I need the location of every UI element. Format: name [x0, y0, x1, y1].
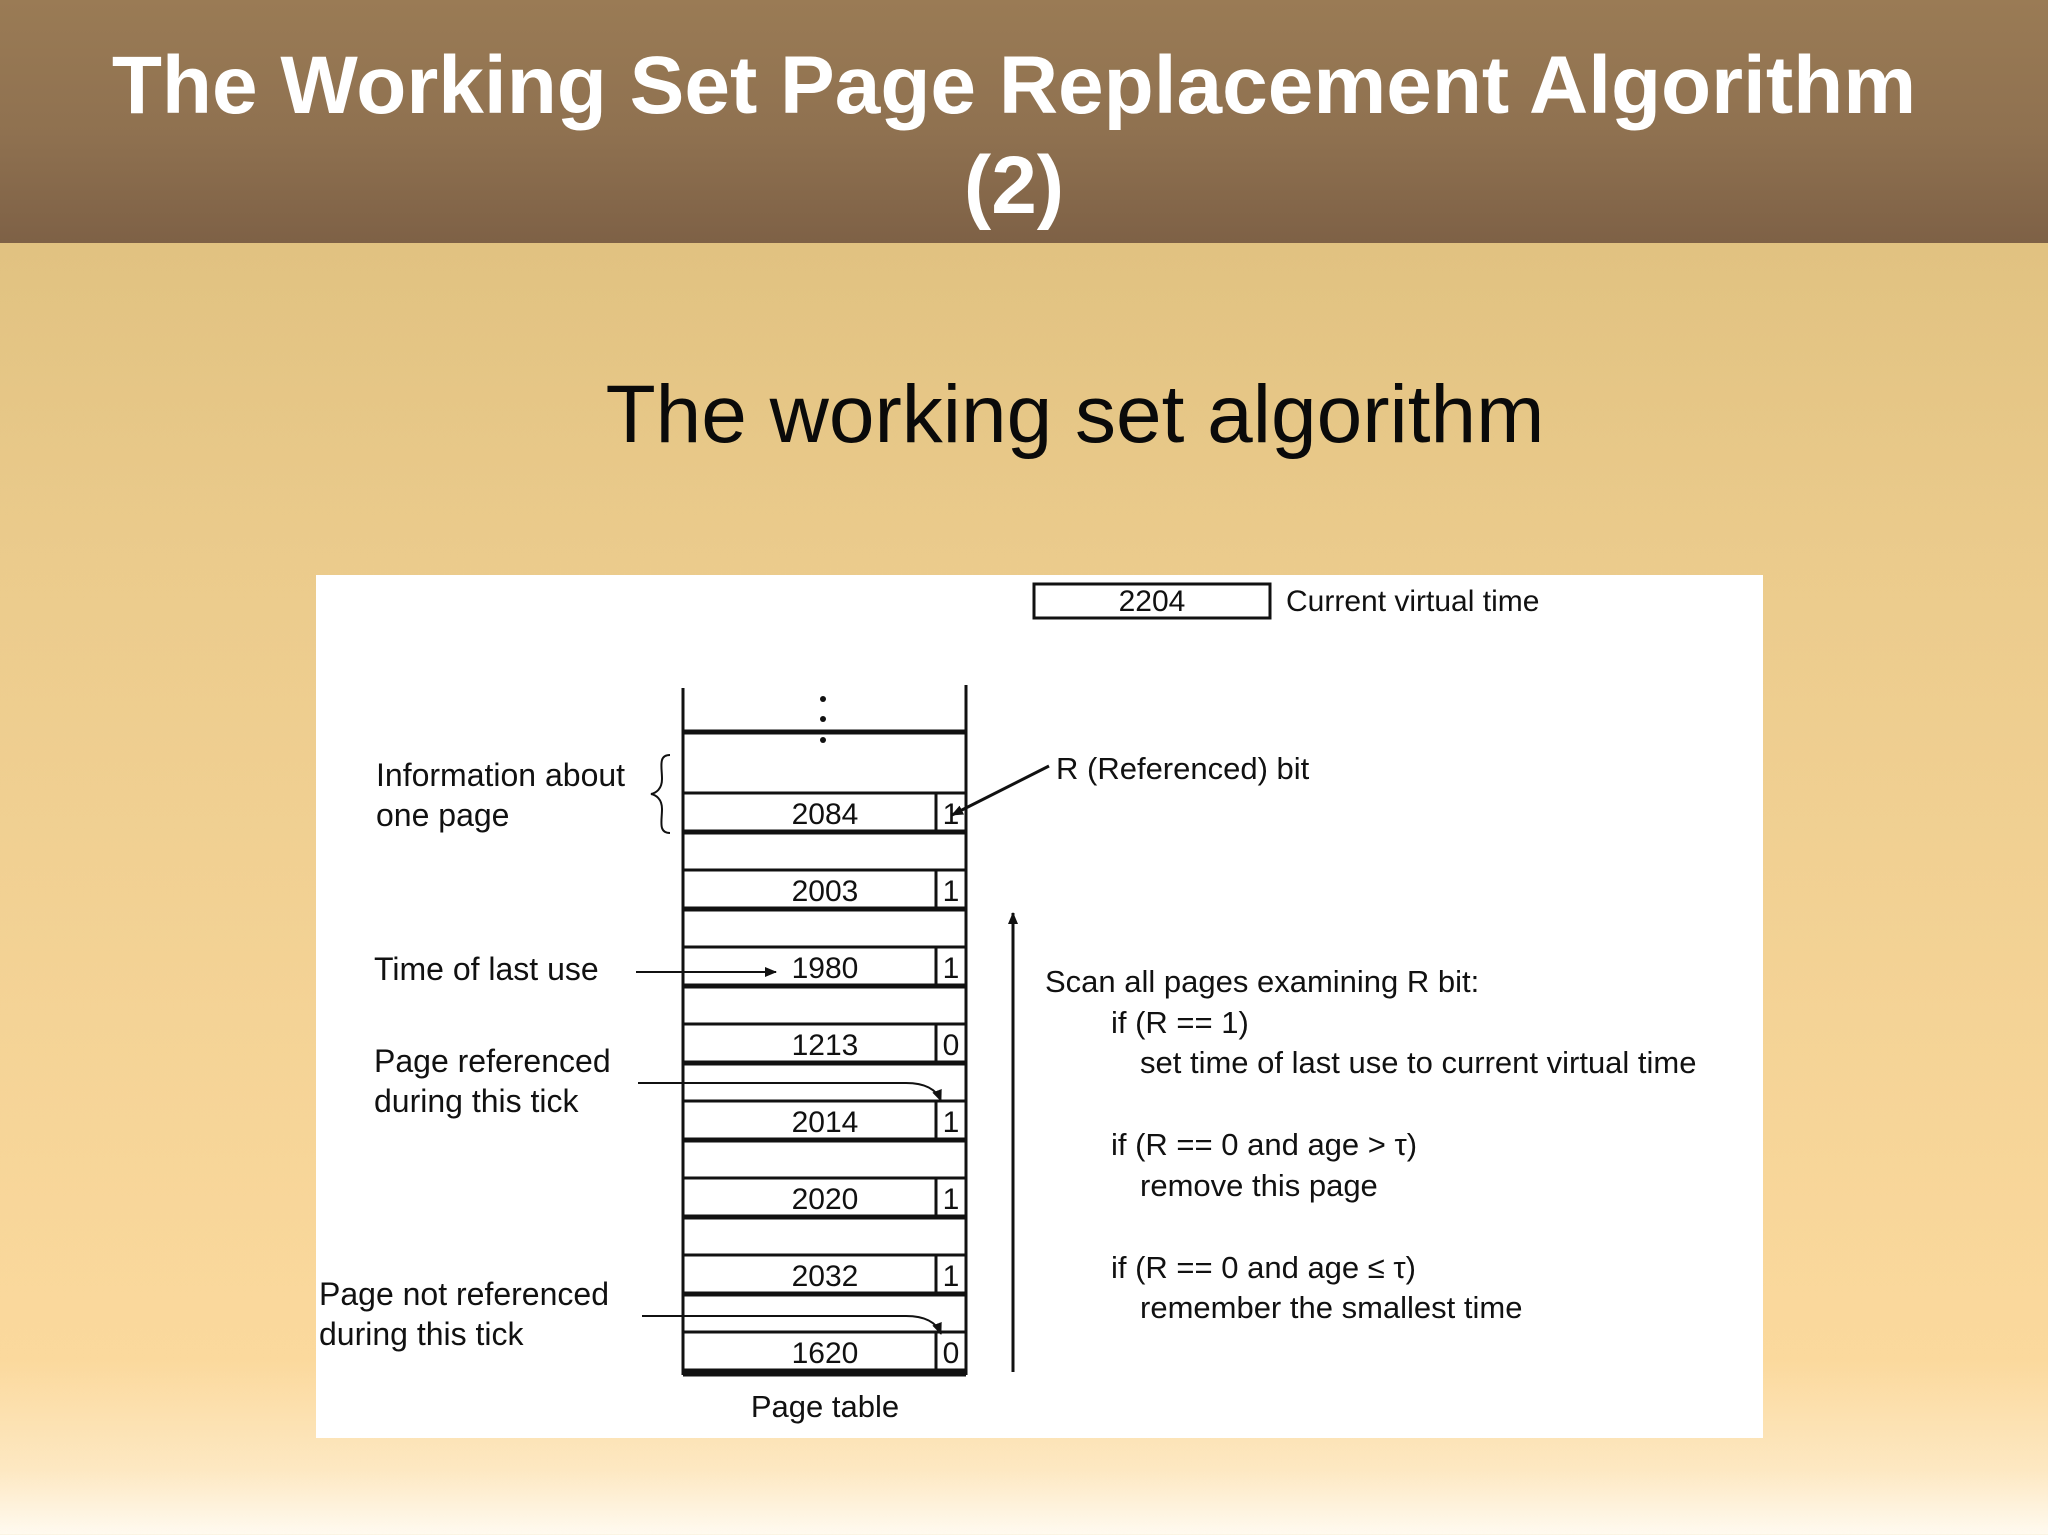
page-table-label: Page table	[751, 1389, 899, 1424]
slide-title-line2: (2)	[963, 140, 1065, 231]
r-bit-cell: 1	[943, 1183, 960, 1216]
time-of-last-use-cell: 1980	[792, 952, 859, 985]
r-bit-cell: 1	[943, 952, 960, 985]
scan-line: set time of last use to current virtual …	[1140, 1045, 1697, 1080]
current-time-box	[1032, 582, 1272, 620]
r-bit-cell: 1	[943, 875, 960, 908]
info-label-line2: one page	[376, 797, 509, 833]
info-label-line1: Information about	[376, 757, 625, 793]
time-of-last-use-cell: 2003	[792, 875, 859, 908]
current-time-value: 2204	[1119, 585, 1186, 618]
table-row: 2084 1	[683, 791, 966, 835]
page-ref-line2: during this tick	[374, 1083, 580, 1119]
r-bit-cell: 0	[943, 1337, 960, 1370]
page-not-ref-arrow	[642, 1315, 942, 1335]
table-row: 2014 1	[683, 1099, 966, 1143]
time-of-last-use-cell: 2020	[792, 1183, 859, 1216]
scan-algorithm: Scan all pages examining R bit: if (R ==…	[1045, 964, 1697, 1325]
page-not-ref-line2: during this tick	[319, 1316, 525, 1352]
r-bit-label: R (Referenced) bit	[1056, 751, 1310, 786]
ellipsis-dot	[820, 737, 826, 743]
slide-title: The Working Set Page Replacement Algorit…	[40, 36, 1988, 236]
table-row: 1620 0	[683, 1330, 966, 1374]
table-row: 1213 0	[683, 1022, 966, 1066]
scan-line: if (R == 0 and age > τ)	[1111, 1127, 1417, 1162]
current-time-label: Current virtual time	[1286, 585, 1539, 618]
table-row: 2020 1	[683, 1176, 966, 1220]
table-row: 2003 1	[683, 868, 966, 912]
time-of-last-use-cell: 2014	[792, 1106, 859, 1139]
scan-line: remember the smallest time	[1140, 1290, 1522, 1325]
page-table: 2084 1 2003 1 1980 1 1213 0 2014 1 2020 1 2032 1 1620 0	[681, 685, 968, 1377]
ellipsis-dot	[820, 696, 826, 702]
r-bit-cell: 0	[943, 1029, 960, 1062]
table-row: 1980 1	[683, 945, 966, 989]
r-bit-cell: 1	[943, 798, 960, 831]
time-last-use-label: Time of last use	[374, 951, 599, 987]
scan-line: if (R == 1)	[1111, 1005, 1249, 1040]
scan-line: remove this page	[1140, 1168, 1378, 1203]
ellipsis-dot	[820, 716, 826, 722]
slide-subtitle: The working set algorithm	[605, 369, 1545, 460]
time-of-last-use-cell: 1213	[792, 1029, 859, 1062]
page-ref-arrow	[638, 1082, 942, 1102]
time-of-last-use-cell: 1620	[792, 1337, 859, 1370]
time-of-last-use-cell: 2084	[792, 798, 859, 831]
scan-line: Scan all pages examining R bit:	[1045, 964, 1479, 999]
page-not-ref-line1: Page not referenced	[319, 1276, 609, 1312]
brace-icon	[650, 754, 671, 834]
title-bar: The Working Set Page Replacement Algorit…	[0, 0, 2048, 243]
time-of-last-use-cell: 2032	[792, 1260, 859, 1293]
page-ref-line1: Page referenced	[374, 1043, 611, 1079]
r-bit-arrow	[951, 764, 1050, 817]
page-table-rows: 2084 1 2003 1 1980 1 1213 0 2014 1 2020 1 2032 1 1620 0	[683, 729, 966, 1374]
scan-line: if (R == 0 and age ≤ τ)	[1111, 1250, 1416, 1285]
slide-title-line1: The Working Set Page Replacement Algorit…	[111, 40, 1917, 131]
r-bit-cell: 1	[943, 1106, 960, 1139]
r-bit-cell: 1	[943, 1260, 960, 1293]
table-row: 2032 1	[683, 1253, 966, 1297]
